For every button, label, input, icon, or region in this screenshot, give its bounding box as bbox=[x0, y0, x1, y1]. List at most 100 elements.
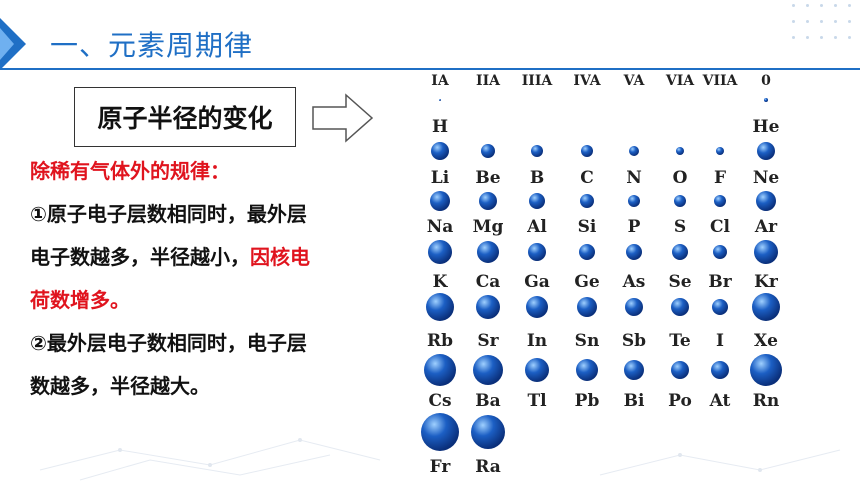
atom-sphere-in bbox=[526, 296, 548, 318]
element-symbol-sn: Sn bbox=[575, 331, 600, 351]
element-symbol-h: H bbox=[432, 117, 448, 137]
decor-dot bbox=[834, 36, 837, 39]
element-symbol-k: K bbox=[433, 272, 449, 292]
rule-1-reason-highlight: 因核电 bbox=[250, 245, 310, 269]
element-symbol-li: Li bbox=[431, 168, 450, 188]
element-symbol-in: In bbox=[527, 331, 547, 351]
atom-sphere-n bbox=[629, 146, 639, 156]
atom-sphere-p bbox=[628, 195, 640, 207]
element-symbol-ra: Ra bbox=[475, 457, 501, 477]
element-symbol-he: He bbox=[753, 117, 780, 137]
group-label: VIIA bbox=[702, 73, 739, 89]
atom-sphere-i bbox=[712, 299, 728, 315]
element-symbol-ca: Ca bbox=[476, 272, 501, 292]
atom-sphere-c bbox=[581, 145, 593, 157]
group-label: IA bbox=[431, 73, 450, 89]
atom-sphere-f bbox=[716, 147, 724, 155]
element-symbol-xe: Xe bbox=[754, 331, 778, 351]
element-symbol-rb: Rb bbox=[427, 331, 453, 351]
element-symbol-cs: Cs bbox=[428, 391, 451, 411]
atom-sphere-ga bbox=[528, 243, 546, 261]
atom-sphere-at bbox=[711, 361, 729, 379]
decor-dot bbox=[834, 4, 837, 7]
element-symbol-mg: Mg bbox=[473, 217, 504, 237]
atom-sphere-fr bbox=[421, 413, 459, 451]
atom-sphere-ar bbox=[756, 191, 776, 211]
atom-sphere-sb bbox=[625, 298, 643, 316]
element-symbol-p: P bbox=[628, 217, 641, 237]
element-symbol-ga: Ga bbox=[524, 272, 550, 292]
atom-sphere-bi bbox=[624, 360, 644, 380]
element-symbol-sr: Sr bbox=[477, 331, 499, 351]
rule-2-line-2: 数越多，半径越大。 bbox=[30, 374, 210, 398]
atom-sphere-ba bbox=[473, 355, 503, 385]
atom-sphere-xe bbox=[752, 293, 780, 321]
element-symbol-si: Si bbox=[578, 217, 597, 237]
element-symbol-se: Se bbox=[668, 272, 691, 292]
decor-dot bbox=[792, 4, 795, 7]
atom-sphere-br bbox=[713, 245, 727, 259]
atom-sphere-cl bbox=[714, 195, 726, 207]
atom-sphere-na bbox=[430, 191, 450, 211]
rules-text: 除稀有气体外的规律： ①原子电子层数相同时，最外层 电子数越多，半径越小，因核电… bbox=[30, 150, 410, 408]
atom-sphere-rn bbox=[750, 354, 782, 386]
atom-sphere-te bbox=[671, 298, 689, 316]
atom-sphere-sn bbox=[577, 297, 597, 317]
rule-1-line-2: 电子数越多，半径越小，因核电 bbox=[30, 236, 410, 279]
atom-sphere-se bbox=[672, 244, 688, 260]
element-symbol-as: As bbox=[622, 272, 646, 292]
decor-dot bbox=[806, 4, 809, 7]
element-symbol-pb: Pb bbox=[575, 391, 600, 411]
element-symbol-cl: Cl bbox=[710, 217, 731, 237]
atom-sphere-tl bbox=[525, 358, 549, 382]
element-symbol-fr: Fr bbox=[430, 457, 452, 477]
topic-box: 原子半径的变化 bbox=[74, 87, 296, 147]
atom-sphere-cs bbox=[424, 354, 456, 386]
atom-sphere-s bbox=[674, 195, 686, 207]
atom-sphere-as bbox=[626, 244, 642, 260]
element-symbol-be: Be bbox=[475, 168, 500, 188]
decor-dot bbox=[792, 36, 795, 39]
atom-sphere-si bbox=[580, 194, 594, 208]
element-symbol-al: Al bbox=[526, 217, 547, 237]
atom-sphere-h bbox=[439, 99, 441, 101]
atom-sphere-sr bbox=[476, 295, 500, 319]
element-symbol-sb: Sb bbox=[622, 331, 646, 351]
element-symbol-s: S bbox=[674, 217, 686, 237]
rule-1-line-2-text: 电子数越多，半径越小， bbox=[30, 245, 250, 269]
atom-sphere-mg bbox=[479, 192, 497, 210]
atom-sphere-o bbox=[676, 147, 684, 155]
element-symbol-ne: Ne bbox=[753, 168, 780, 188]
element-symbol-i: I bbox=[716, 331, 724, 351]
atom-sphere-ne bbox=[757, 142, 775, 160]
group-label: IIIA bbox=[522, 73, 554, 89]
atom-sphere-pb bbox=[576, 359, 598, 381]
decor-dot bbox=[834, 20, 837, 23]
rule-1-line-1: ①原子电子层数相同时，最外层 bbox=[30, 202, 307, 226]
rule-1-line-3: 荷数增多。 bbox=[30, 288, 130, 312]
atom-sphere-k bbox=[428, 240, 452, 264]
element-symbol-at: At bbox=[709, 391, 731, 411]
element-symbol-c: C bbox=[580, 168, 594, 188]
element-symbol-n: N bbox=[626, 168, 642, 188]
element-symbol-tl: Tl bbox=[527, 391, 547, 411]
atom-sphere-li bbox=[431, 142, 449, 160]
rule-2-line-1: ②最外层电子数相同时，电子层 bbox=[30, 331, 307, 355]
element-symbol-kr: Kr bbox=[754, 272, 779, 292]
decor-dot bbox=[848, 4, 851, 7]
element-symbol-ge: Ge bbox=[574, 272, 600, 292]
decor-dot bbox=[806, 20, 809, 23]
decor-dot bbox=[806, 36, 809, 39]
element-symbol-te: Te bbox=[669, 331, 691, 351]
decor-dot bbox=[792, 20, 795, 23]
network-background-decoration bbox=[39, 438, 841, 481]
element-symbol-ba: Ba bbox=[475, 391, 500, 411]
element-symbol-b: B bbox=[530, 168, 544, 188]
header-accent-triangle-light bbox=[0, 28, 14, 60]
group-label: IIA bbox=[476, 73, 501, 89]
group-label: VA bbox=[623, 73, 646, 89]
decor-dot bbox=[820, 20, 823, 23]
decor-dot bbox=[820, 36, 823, 39]
